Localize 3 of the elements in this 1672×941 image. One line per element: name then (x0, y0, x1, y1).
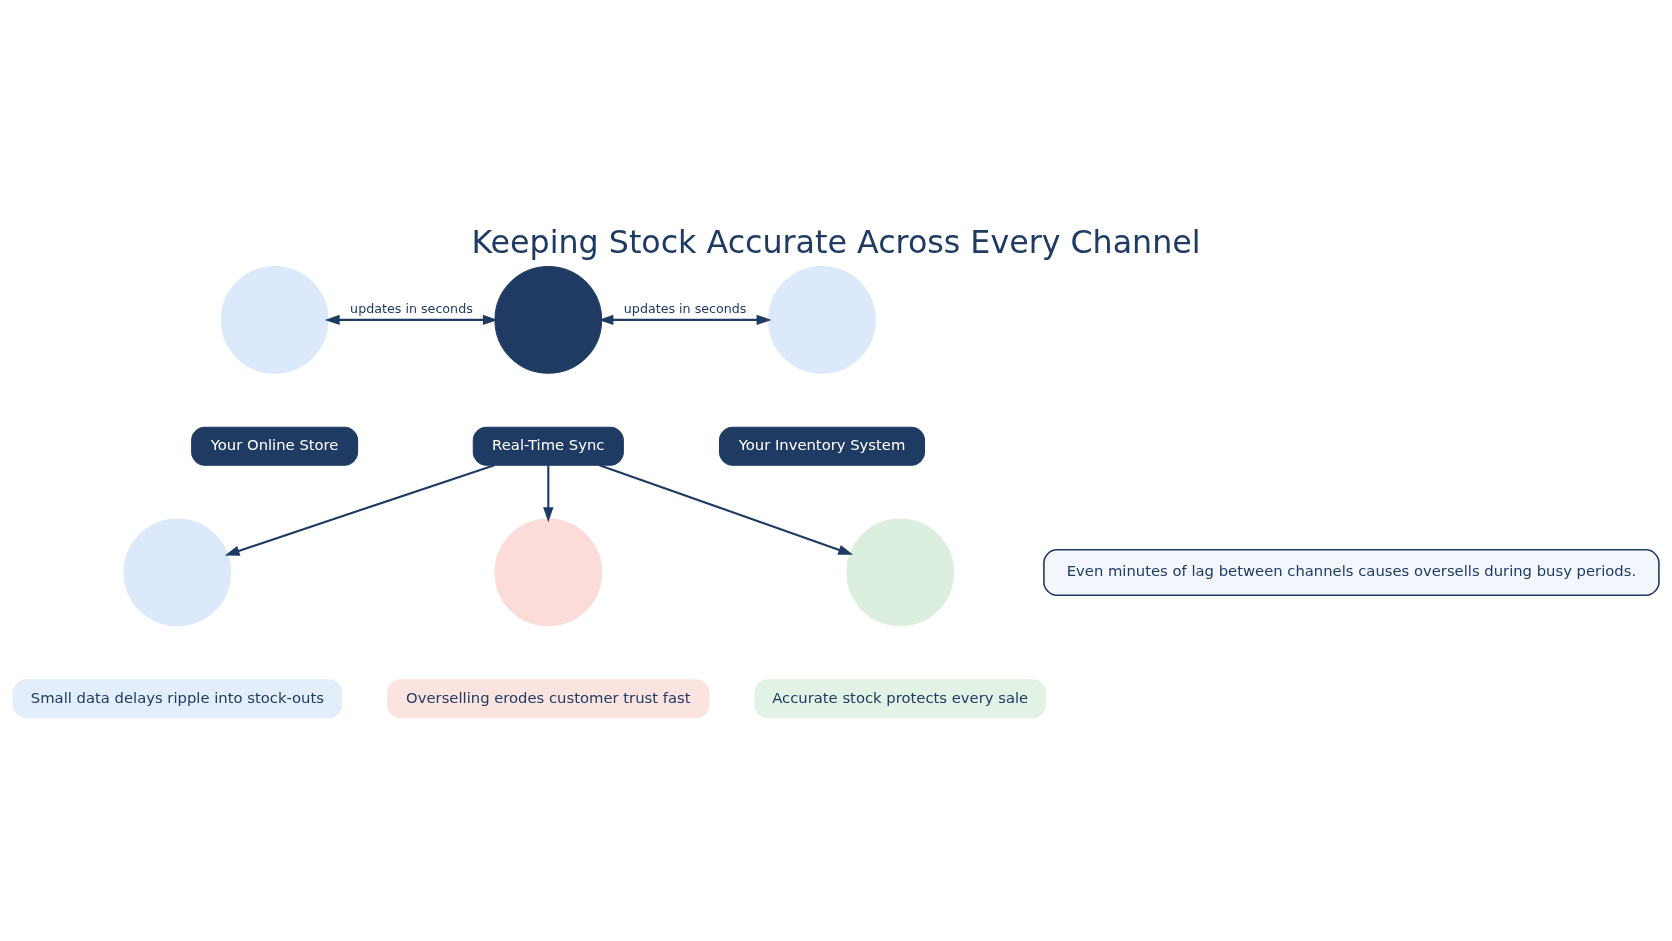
edge-label: updates in seconds (350, 301, 473, 317)
edge-label: updates in seconds (623, 301, 747, 317)
diagram-title: Keeping Stock Accurate Across Every Channel (471, 223, 1201, 260)
